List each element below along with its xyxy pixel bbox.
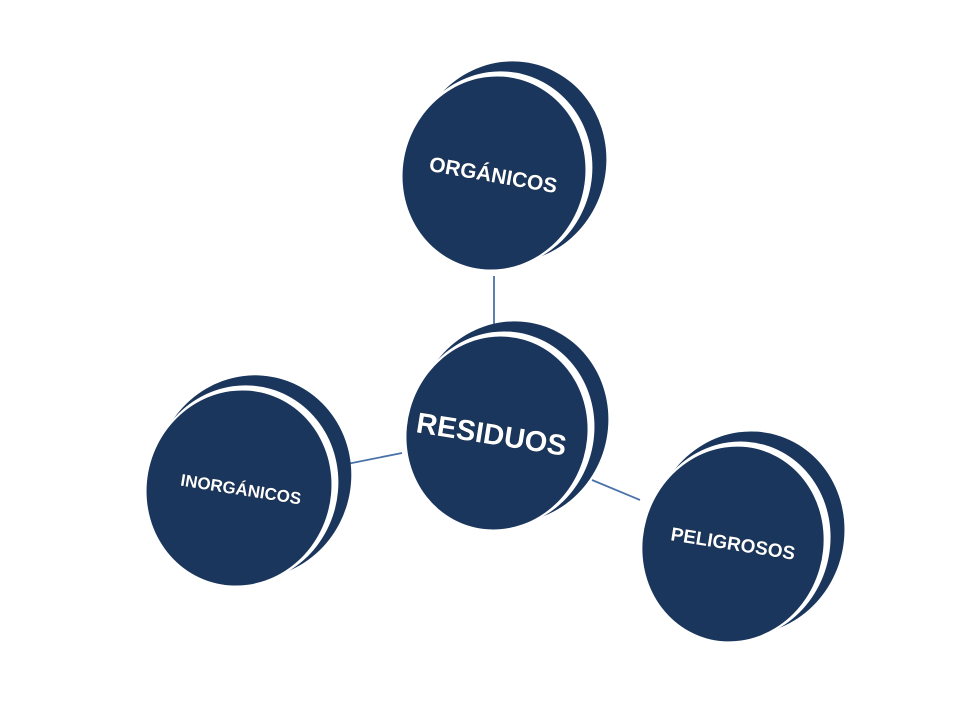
node-peligrosos: PELIGROSOS	[642, 431, 845, 642]
node-residuos-center: RESIDUOS	[406, 321, 609, 530]
disc-face	[146, 390, 332, 586]
node-organicos: ORGÁNICOS	[402, 61, 607, 270]
connector-peligrosos	[591, 479, 641, 501]
node-inorganicos: INORGÁNICOS	[146, 375, 352, 586]
disc-face	[402, 76, 586, 270]
disc-face	[642, 446, 824, 642]
disc-face	[406, 336, 588, 530]
